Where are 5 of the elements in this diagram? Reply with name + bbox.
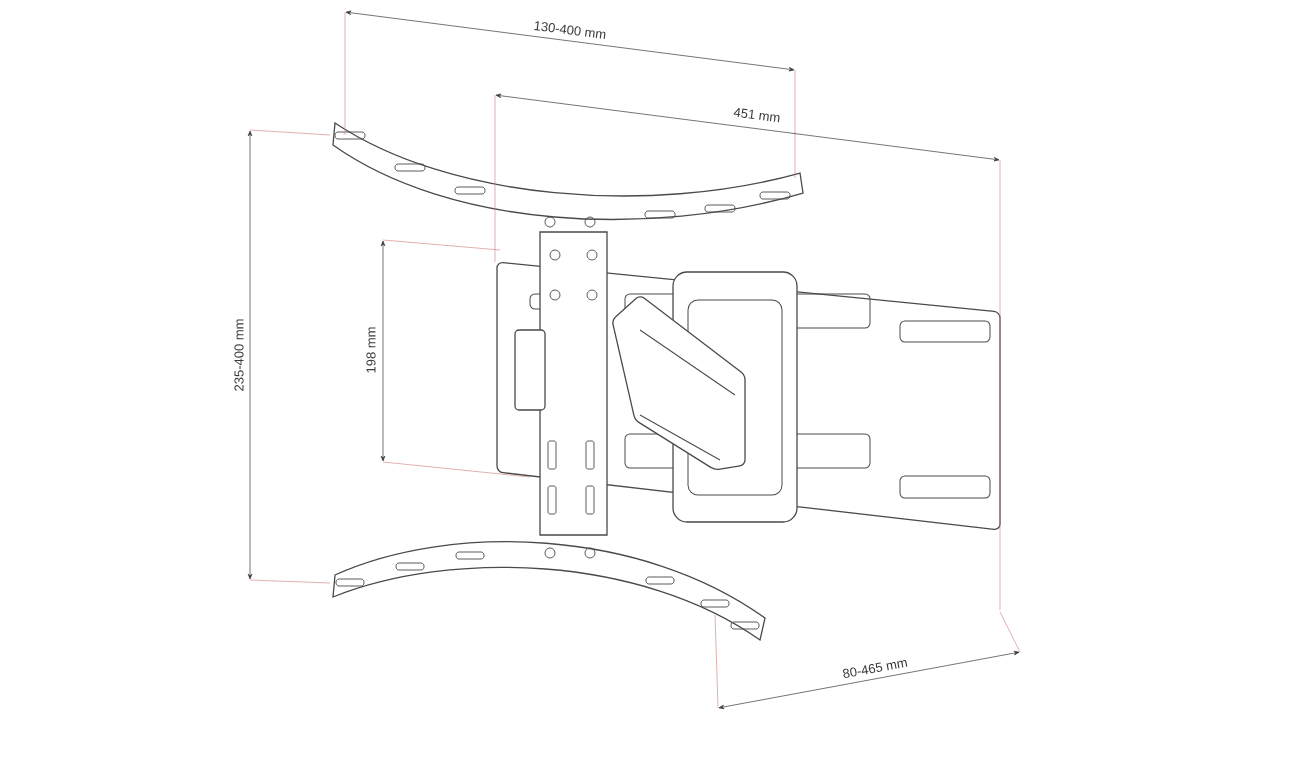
dimension-label: 198 mm <box>366 327 376 373</box>
dimension-label: 235-400 mm <box>234 319 244 391</box>
dimension-label: 451 mm <box>733 108 780 123</box>
dimension-label: 130-400 mm <box>534 21 606 39</box>
dimension-label: 80-465 mm <box>843 660 908 678</box>
